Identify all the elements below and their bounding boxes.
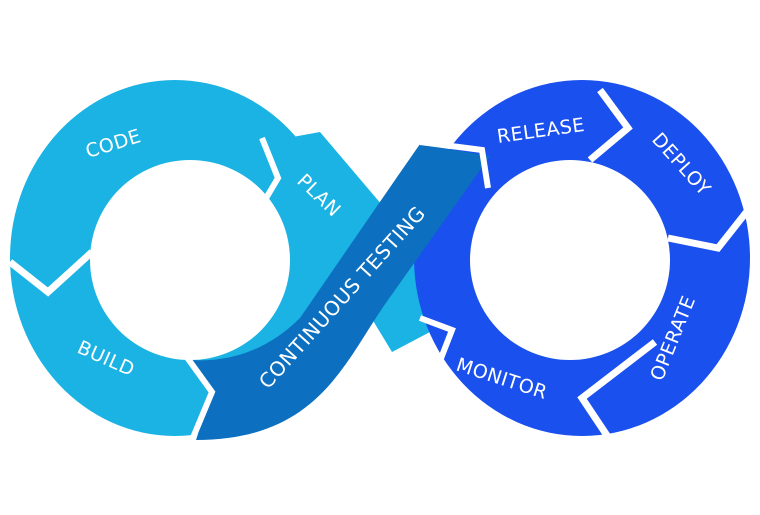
plan-divider (259, 136, 282, 207)
operate-monitor-divider (577, 339, 658, 442)
testing-band (183, 139, 491, 442)
deploy-operate-divider (667, 202, 755, 252)
right-ring (414, 80, 750, 436)
testing-segment (190, 144, 490, 440)
right-loop (414, 80, 755, 442)
left-ring (10, 80, 340, 436)
monitor-plan-divider (418, 315, 456, 368)
release-deploy-divider (587, 87, 633, 163)
code-build-divider (7, 249, 95, 297)
build-testing-divider (183, 354, 216, 442)
testing-release-divider (419, 139, 491, 189)
